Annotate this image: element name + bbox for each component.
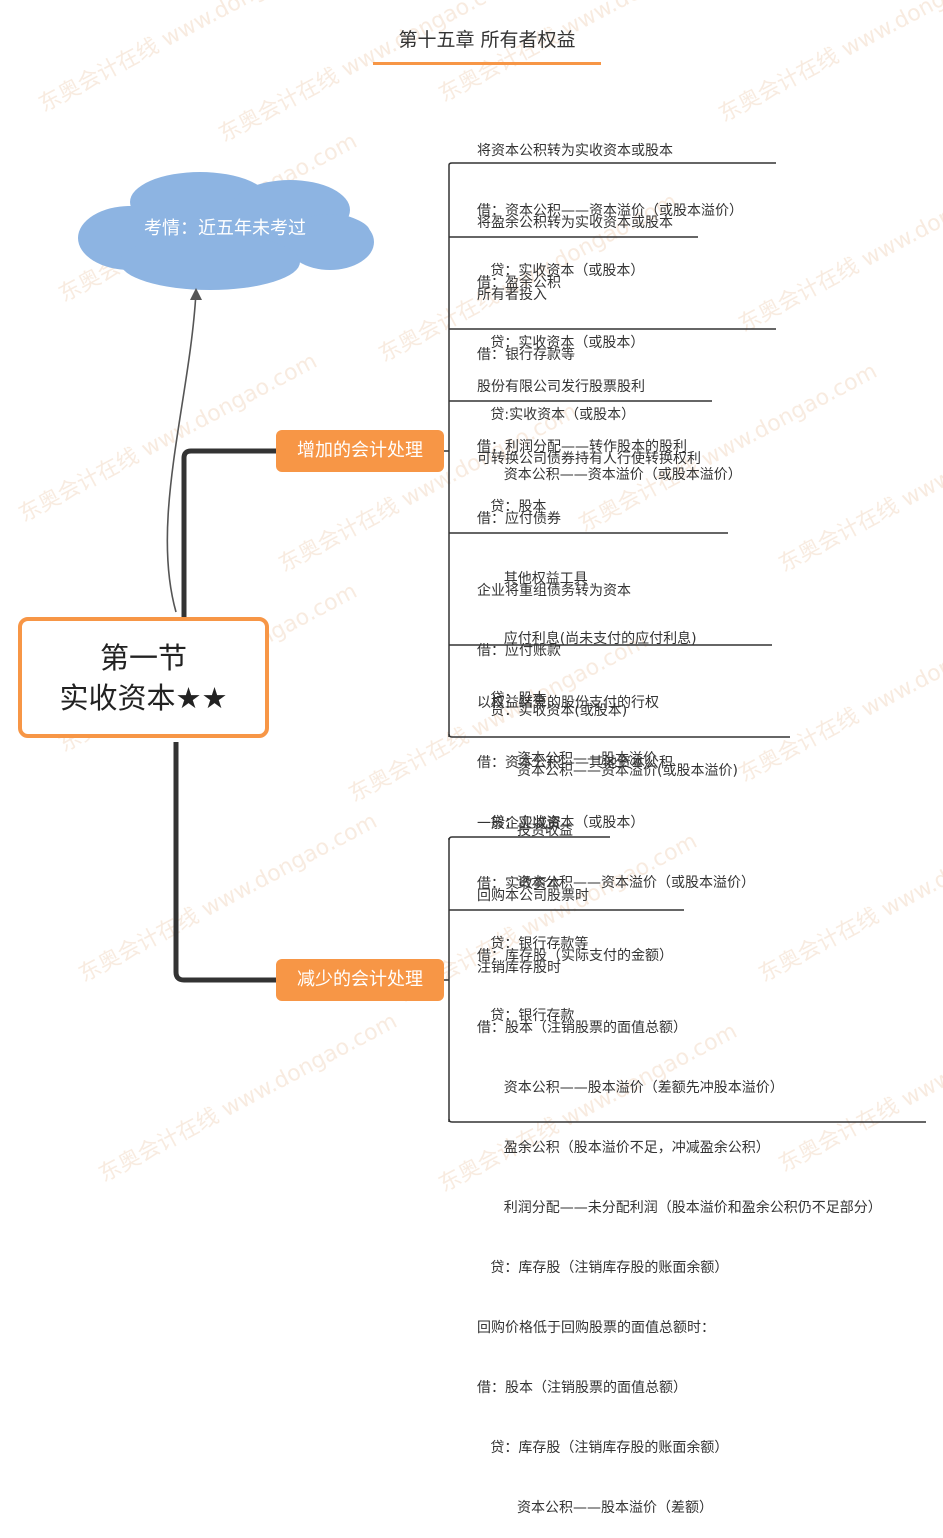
main-topic-node[interactable]: 第一节 实收资本★★ [18,617,269,738]
leaf-line: 贷：实收资本（或股本） [477,815,645,831]
leaf-line: 资本公积——股本溢价 [477,751,658,767]
main-topic-line2: 实收资本★★ [59,680,228,715]
leaf-increase-6: 以权益结算的股份支付的行权 借：资本公积——其他资本公积 贷：实收资本（或股本）… [477,653,755,913]
leaf-increase-0: 将资本公积转为实收资本或股本 借：资本公积——资本溢价（或股本溢价） 贷：实收资… [477,101,743,301]
leaf-line: 贷：银行存款等 [477,936,589,952]
leaf-line: 资本公积——资本溢价（或股本溢价） [477,467,742,483]
leaf-line: 资本公积——资本溢价(或股本溢价) [477,763,738,779]
cloud-arrow-line [166,291,197,613]
leaf-line: 借：实收资本 [477,876,561,892]
leaf-line: 借：资本公积——资本溢价（或股本溢价） [477,203,743,219]
leaf-line: 贷：实收资本（或股本） [477,263,645,279]
leaf-line: 贷：实收资本(或股本) [477,703,628,719]
leaf-line: 资本公积——股本溢价（差额先冲股本溢价） [477,1080,784,1096]
leaf-line: 应付利息(尚未支付的应付利息) [477,631,697,647]
exam-info-label: 考情：近五年未考过 [144,218,306,239]
leaf-line: 借：银行存款等 [477,347,575,363]
leaf-line: 资本公积——股本溢价（差额） [477,1500,714,1516]
trunk-decrease [173,742,276,983]
leaf-line: 回购价格低于回购股票的面值总额时： [477,1320,715,1336]
leaf-line: 贷：实收资本（或股本） [477,335,645,351]
leaf-line: 企业将重组债务转为资本 [477,583,631,599]
leaf-line: 股份有限公司发行股票股利 [477,379,645,395]
leaf-line: 贷：股本 [477,691,547,707]
cloud-shape [78,172,374,290]
leaf-line: 借：股本（注销股票的面值总额） [477,1020,687,1036]
leaf-line: 贷：库存股（注销库存股的账面余额） [477,1260,729,1276]
leaf-line: 资本公积——资本溢价（或股本溢价） [477,875,756,891]
leaf-increase-4: 可转换公司债券持有人行使转换权利 借：应付债券 其他权益工具 应付利息(尚未支付… [477,409,701,789]
leaf-increase-2: 所有者投入 借：银行存款等 贷:实收资本（或股本） 资本公积——资本溢价（或股本… [477,245,742,505]
leaf-line: 可转换公司债券持有人行使转换权利 [477,451,701,467]
leaf-decrease-1: 回购本公司股票时 借：库存股（实际支付的金额） 贷：银行存款 [477,846,673,1046]
leaf-line: 其他权益工具 [477,571,588,587]
leaf-line: 贷：银行存款 [477,1008,575,1024]
leaf-line: 借：股本（注销股票的面值总额） [477,1380,687,1396]
leaf-line: 贷:实收资本（或股本） [477,407,636,423]
branch-decrease[interactable]: 减少的会计处理 [276,959,444,1001]
leaf-line: 借：应付账款 [477,643,561,659]
leaf-increase-5: 企业将重组债务转为资本 借：应付账款 贷：实收资本(或股本) 资本公积——资本溢… [477,541,738,861]
title-underline [373,62,601,65]
leaf-line: 借：应付债券 [477,511,561,527]
leaf-line: 所有者投入 [477,287,547,303]
leaf-line: 贷：股本 [477,499,547,515]
leaf-line: 利润分配——未分配利润（股本溢价和盈余公积仍不足部分） [477,1200,882,1216]
leaf-line: 盈余公积（股本溢价不足，冲减盈余公积） [477,1140,770,1156]
leaf-line: 将盈余公积转为实收资本或股本 [477,215,673,231]
leaf-decrease-2: 注销库存股时 借：股本（注销股票的面值总额） 资本公积——股本溢价（差额先冲股本… [477,918,882,1538]
trunk-increase [181,448,276,617]
leaf-line: 以权益结算的股份支付的行权 [477,695,659,711]
leaf-line: 贷：库存股（注销库存股的账面余额） [477,1440,729,1456]
leaf-line: 借：资本公积——其他资本公积 [477,755,673,771]
leaf-line: 回购本公司股票时 [477,888,589,904]
leaf-line: 注销库存股时 [477,960,561,976]
leaf-line: 投资收益 [477,823,574,839]
leaf-increase-1: 将盈余公积转为实收资本或股本 借：盈余公积 贷：实收资本（或股本） [477,173,673,373]
branch-increase[interactable]: 增加的会计处理 [276,430,444,472]
main-topic-line1: 第一节 [99,640,187,675]
page-title: 第十五章 所有者权益 [398,29,576,51]
cloud-arrow-head [190,288,202,300]
leaf-decrease-0: 一般企业减资 借：实收资本 贷：银行存款等 [477,774,588,974]
leaf-line: 一般企业减资 [477,816,561,832]
leaf-line: 将资本公积转为实收资本或股本 [477,143,673,159]
leaf-line: 借：库存股（实际支付的金额） [477,948,673,964]
leaf-line: 借：盈余公积 [477,275,561,291]
connector-lines [78,162,926,1123]
leaf-increase-3: 股份有限公司发行股票股利 借：利润分配——转作股本的股利 贷：股本 [477,337,687,537]
leaf-line: 借：利润分配——转作股本的股利 [477,439,687,455]
